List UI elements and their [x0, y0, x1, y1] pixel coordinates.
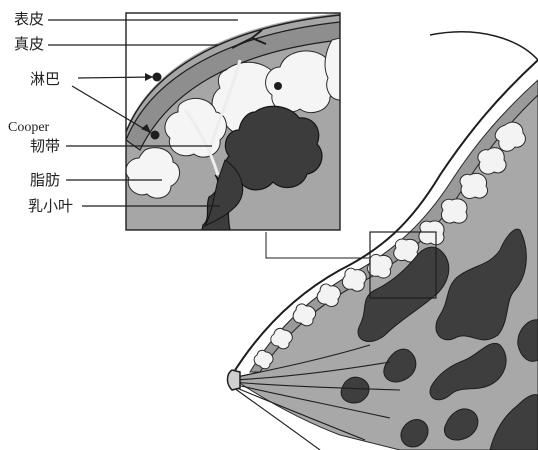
inset-lymph-node-upper — [153, 73, 162, 82]
inset-lymph-node-middle — [274, 82, 282, 90]
label-epidermis: 表皮 — [14, 10, 44, 28]
label-lobule: 乳小叶 — [28, 197, 73, 215]
label-cooper-name: Cooper — [8, 119, 49, 137]
chest-wall-line — [430, 32, 538, 60]
inset-lymph-node-lower — [151, 131, 160, 140]
label-lymph: 淋巴 — [30, 70, 60, 88]
nipple — [228, 370, 241, 390]
label-cooper-ligament: 韧带 — [30, 137, 60, 155]
label-fat: 脂肪 — [30, 171, 60, 189]
label-dermis: 真皮 — [14, 35, 44, 53]
callout-connector — [266, 232, 370, 258]
